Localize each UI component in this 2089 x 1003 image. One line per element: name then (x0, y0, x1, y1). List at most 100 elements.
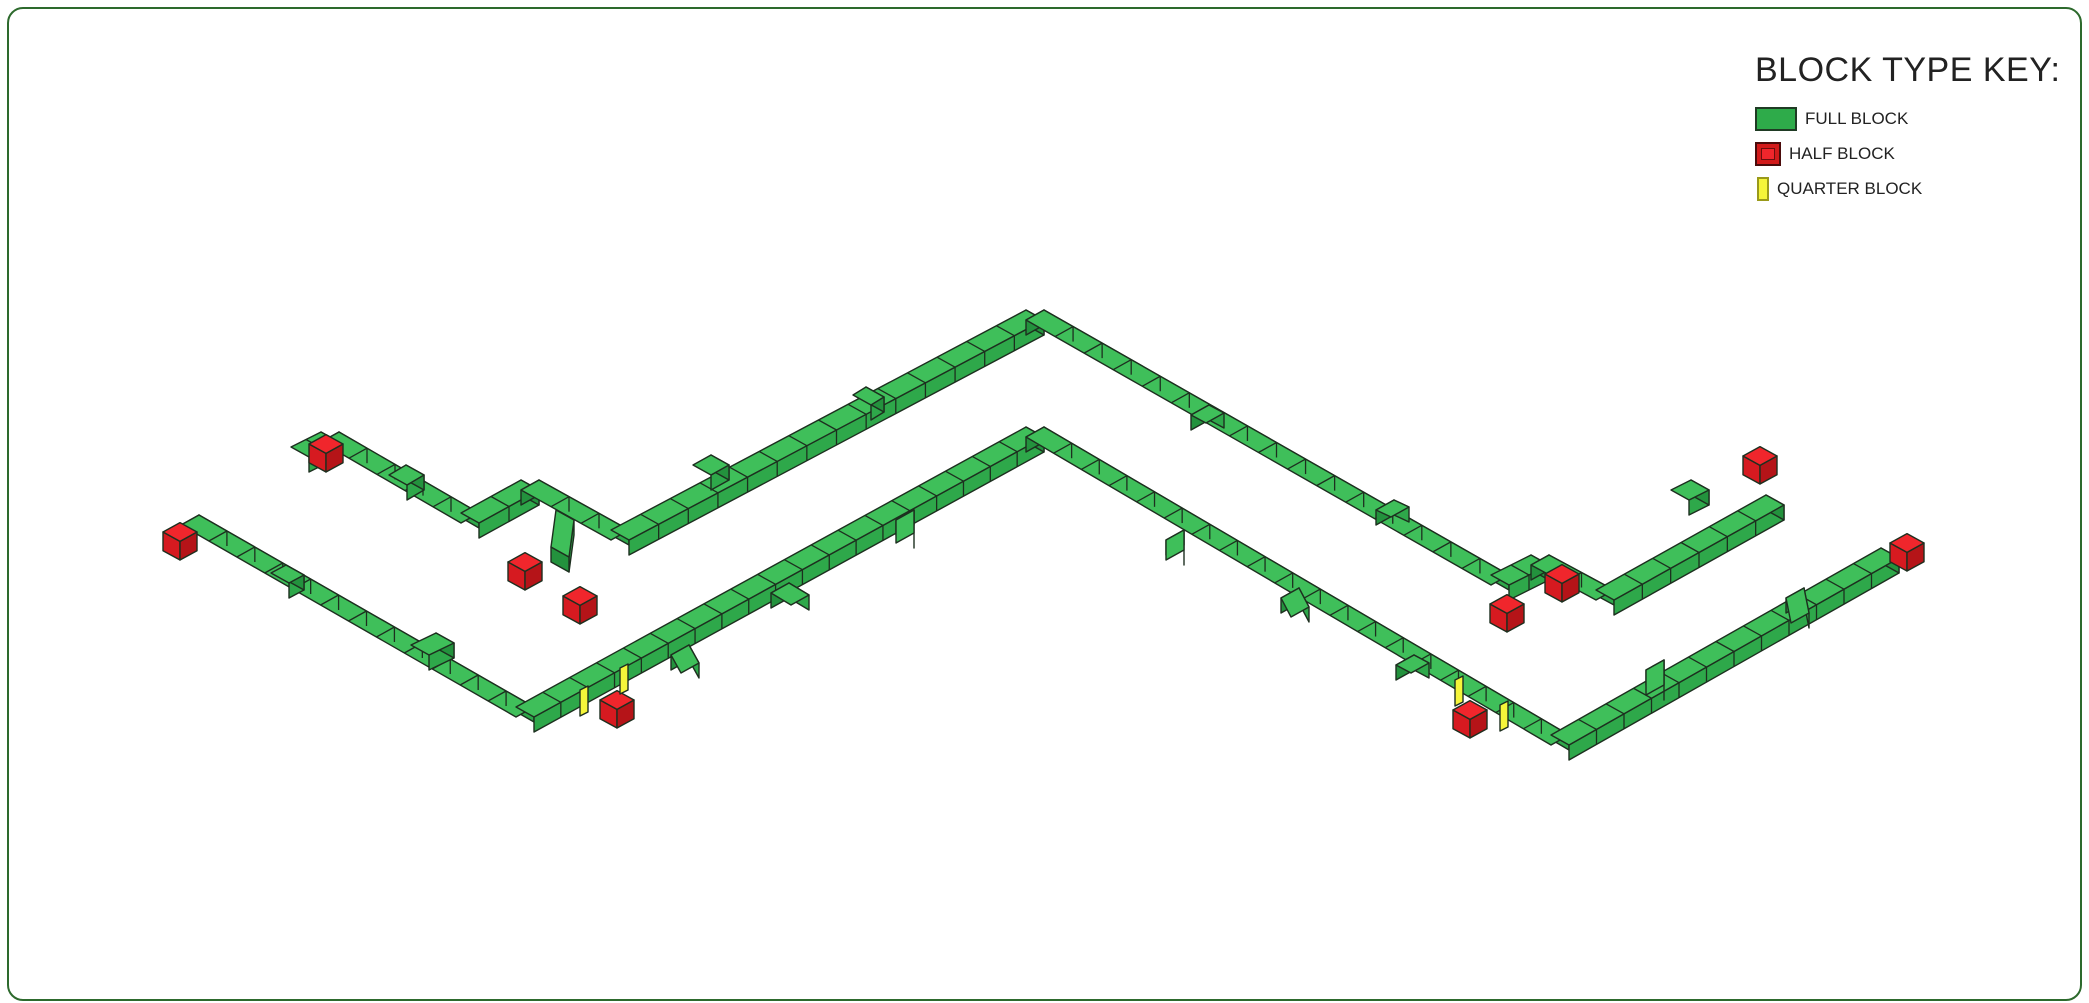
half-block-label: HALF BLOCK (1789, 143, 1895, 163)
cube-top-face (1452, 699, 1488, 721)
quarter-block-face (579, 685, 589, 717)
block-seam (348, 610, 367, 622)
block-seam (1274, 572, 1293, 584)
half-block-8 (1742, 445, 1778, 485)
block-seam (757, 573, 776, 585)
half-block-1 (308, 433, 344, 473)
lower-wall-segment-1 (180, 514, 535, 723)
wall-top-face (270, 564, 305, 584)
wall-top-face (1785, 587, 1810, 624)
cube-top-face (507, 551, 543, 573)
block-seam (236, 546, 256, 558)
block-seam (1053, 442, 1072, 454)
block-seam (1440, 669, 1459, 681)
cube-top-face (1489, 593, 1525, 615)
block-seam (1108, 475, 1128, 487)
block-seam (1403, 524, 1423, 536)
key-row-full: FULL BLOCK (1755, 101, 2075, 136)
block-seam (1316, 475, 1335, 487)
lower-spur-9 (1645, 659, 1665, 701)
cube-top-face (308, 433, 344, 455)
block-seam (542, 691, 562, 703)
block-seam (784, 559, 803, 571)
cube-top-face (562, 585, 598, 607)
block-seam (699, 482, 719, 494)
lower-spur-1 (270, 564, 305, 599)
half-block-swatch (1755, 141, 1781, 166)
quarter-block-face (1499, 700, 1509, 732)
block-seam (1287, 458, 1306, 470)
block-seam (596, 662, 615, 674)
block-seam (1709, 526, 1728, 538)
block-seam (907, 372, 926, 384)
block-seam (640, 513, 659, 525)
block-seam (1633, 687, 1652, 699)
block-seam (1302, 588, 1321, 600)
upper-spur-6 (1375, 499, 1410, 526)
lower-spur-3 (670, 644, 700, 679)
block-seam (1715, 640, 1735, 653)
block-seam (1605, 703, 1625, 715)
wall-top-face (1670, 479, 1710, 501)
block-type-key: BLOCK TYPE KEY: FULL BLOCK HALF BLOCK QU… (1755, 51, 2075, 206)
wall-top-face (895, 509, 915, 544)
block-seam (264, 562, 284, 574)
full-block-label: FULL BLOCK (1805, 108, 1909, 128)
key-title: BLOCK TYPE KEY: (1755, 51, 2061, 89)
half-block-6 (1489, 593, 1525, 633)
block-seam (1080, 458, 1100, 470)
quarter-block-label: QUARTER BLOCK (1777, 178, 1923, 198)
block-seam (891, 500, 911, 512)
wall-top-face (1165, 529, 1185, 561)
block-seam (1825, 578, 1845, 590)
wall-top-face (550, 509, 575, 558)
block-seam (1384, 637, 1404, 649)
block-seam (1578, 718, 1597, 730)
block-seam (376, 463, 396, 475)
block-seam (837, 529, 857, 541)
block-seam (1191, 523, 1211, 535)
block-seam (1219, 539, 1238, 552)
block-seam (1229, 425, 1248, 437)
upper-spur-3 (692, 454, 730, 491)
block-seam (376, 626, 395, 638)
block-seam (864, 514, 884, 526)
block-seam (788, 435, 808, 447)
block-seam (623, 647, 642, 659)
full-block-swatch (1755, 106, 1797, 131)
wall-top-face (852, 386, 885, 406)
block-seam (810, 544, 830, 556)
block-seam (649, 632, 669, 644)
quarter-block-swatch (1757, 176, 1769, 201)
block-seam (1461, 557, 1481, 570)
lower-spur-2 (410, 632, 455, 671)
half-block-7 (1544, 563, 1580, 603)
half-block-10 (1452, 699, 1488, 739)
block-seam (1329, 604, 1349, 616)
block-seam (1467, 685, 1487, 697)
block-seam (1141, 375, 1161, 387)
block-seam (1688, 656, 1707, 668)
block-seam (972, 455, 991, 468)
upper-wall-segment-5 (610, 309, 1045, 556)
block-seam (459, 674, 479, 686)
half-block-5 (599, 689, 635, 729)
block-seam (676, 618, 696, 630)
lower-spur-6 (1165, 529, 1185, 566)
block-seam (1170, 392, 1190, 404)
block-seam (1510, 564, 1530, 576)
upper-spur-7 (1670, 479, 1710, 516)
wall-top-face (1375, 499, 1410, 518)
upper-spur-1 (388, 464, 425, 501)
block-seam (936, 356, 956, 368)
block-seam (669, 498, 689, 510)
wall-top-face (1280, 587, 1310, 618)
block-seam (320, 594, 339, 606)
block-seam (1054, 325, 1074, 338)
key-row-half: HALF BLOCK (1755, 136, 2075, 171)
block-seam (490, 495, 510, 508)
block-seam (998, 441, 1018, 453)
block-seam (1624, 573, 1643, 585)
lower-spur-5 (895, 509, 915, 549)
